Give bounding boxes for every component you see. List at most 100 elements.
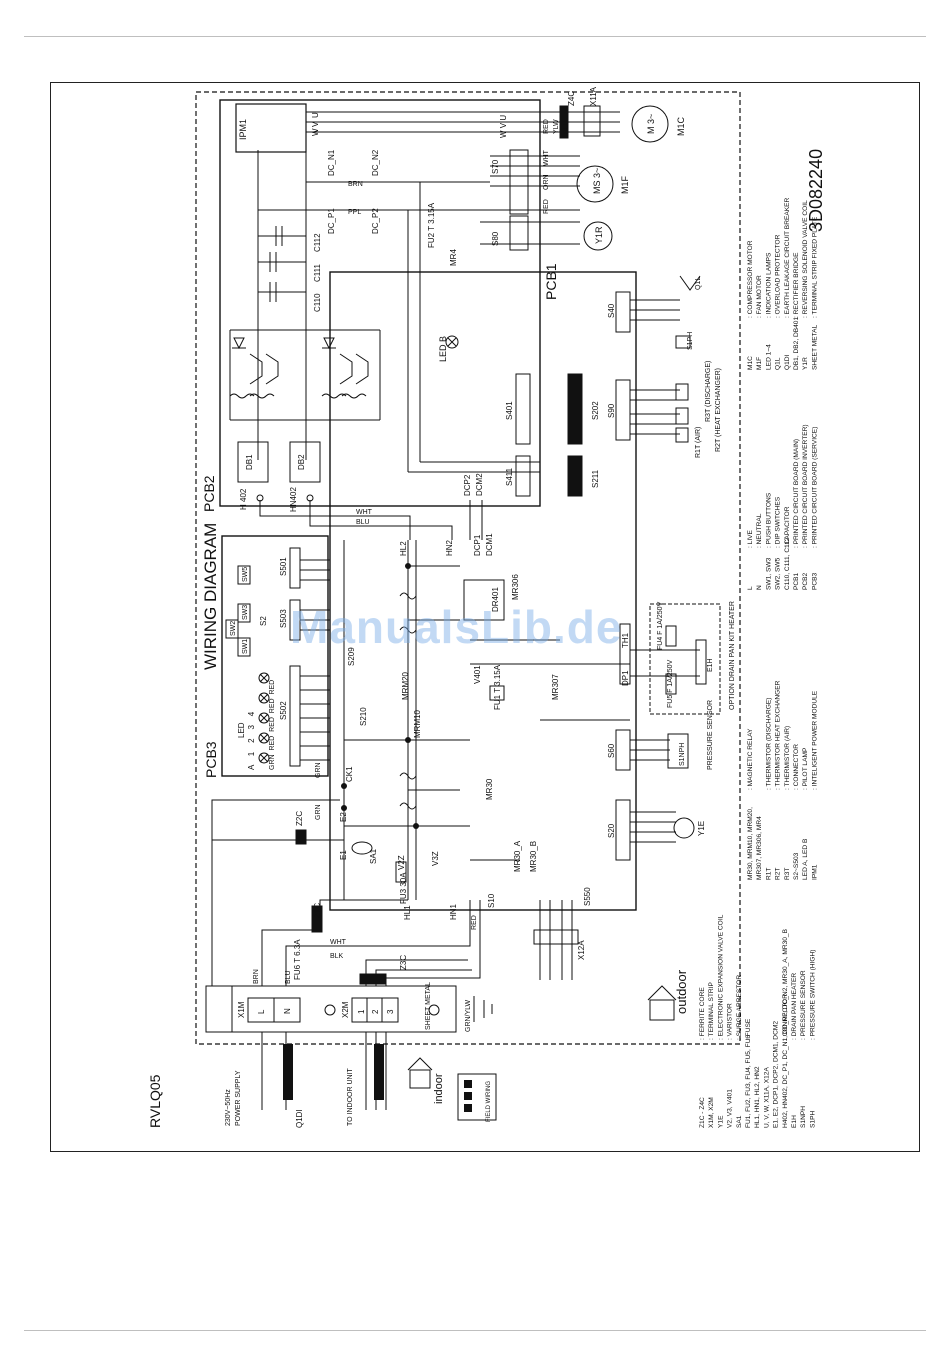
- s70: S70: [491, 159, 500, 174]
- z1c: Z1C: [313, 903, 322, 918]
- db2-label: DB2: [297, 454, 306, 470]
- mr30: MR30: [485, 778, 494, 800]
- hn1: HN1: [449, 903, 458, 920]
- led-title: LED: [237, 722, 246, 738]
- outdoor-unit-boundary: [195, 91, 741, 1045]
- led-numbers: A 1 2 3 4: [247, 711, 256, 770]
- legend-col8-line-2: : INDICATION LAMPS: [765, 252, 772, 318]
- sw3-label: SW3: [242, 605, 249, 620]
- legend-col4-line-7: : INTELIGENT POWER MODULE: [811, 690, 818, 790]
- power-supply-line2: POWER SUPPLY: [235, 1070, 242, 1126]
- legend-col3-line-5: S2~S503: [793, 852, 800, 880]
- r1t-label: R1T (AIR): [695, 427, 702, 458]
- legend-col8-line-7: : TERMINAL STRIP FIXED PLATE: [811, 216, 818, 318]
- pfc-circuit: [229, 329, 381, 421]
- s90: S90: [607, 403, 616, 418]
- dc-n2: DC_N2: [371, 149, 380, 176]
- legend-col8-line-4: : EARTH LEAKAGE CIRCUIT BREAKER: [784, 197, 791, 318]
- ipm1-module: [235, 103, 307, 153]
- wire-blu-comp: BLU: [563, 120, 570, 134]
- dc-n1: DC_N1: [327, 149, 336, 176]
- wire-blu-interboard: BLU: [356, 519, 370, 526]
- x2m-label: X2M: [341, 1001, 350, 1018]
- mr4: MR4: [449, 249, 458, 266]
- legend-col7-line-4: Q1DI: [784, 354, 791, 370]
- four-way-valve-connection: [480, 215, 613, 251]
- legend-col8-line-6: : REVERSING SOLENOID VALVE COIL: [802, 200, 809, 318]
- to-indoor-unit: TO INDOOR UNIT: [347, 1067, 354, 1126]
- legend-col5-line-7: PCB3: [811, 572, 818, 590]
- legend-col5-line-4: C110, C111, C112: [784, 537, 791, 590]
- conn-wvu: W V U: [499, 115, 508, 138]
- dcp2: DCP2: [463, 474, 472, 496]
- legend-col7-line-5: DB1, DB2, DB401: [793, 317, 800, 370]
- legend-col5-line-1: N: [756, 585, 763, 590]
- db2-bridge: [289, 441, 321, 483]
- wire-wht-interboard: WHT: [356, 509, 373, 516]
- ck1: CK1: [345, 766, 354, 782]
- fu3: FU3 30A: [399, 872, 408, 904]
- fan-motor-connection: [490, 149, 614, 215]
- drawing-number: 3D082240: [806, 149, 826, 232]
- dr401: DR401: [491, 587, 500, 612]
- dcp1: DCP1: [473, 534, 482, 556]
- s401: S401: [505, 401, 514, 420]
- e2: E2: [339, 812, 348, 822]
- s501-label: S501: [279, 557, 288, 576]
- e1h: E1H: [707, 658, 714, 672]
- z4c: Z4C: [567, 91, 576, 106]
- fu6: FU6 T 6.3A: [293, 939, 302, 980]
- legend-col1-line-9: H402, HN402, DC_P1, DC_N1, DC_P2, DC_N2,…: [782, 928, 789, 1128]
- legend-col6-line-1: : NEUTRAL: [756, 513, 763, 548]
- pcb2-label: PCB2: [201, 475, 217, 512]
- e1: E1: [339, 850, 348, 860]
- terminal-strip-area: [205, 985, 493, 1033]
- wire-grn-e1: GRN: [315, 804, 322, 820]
- legend-col6-line-2: : PUSH BUTTONS: [765, 492, 772, 548]
- db1-bridge: [237, 441, 269, 483]
- ipm1-label: IPM1: [238, 119, 248, 140]
- legend-col7-line-7: SHEET METAL: [811, 324, 818, 370]
- s210: S210: [359, 707, 368, 726]
- sw5-switch: [237, 565, 251, 585]
- indoor-label: indoor: [433, 1073, 445, 1104]
- pressure-sensor-label: PRESSURE SENSOR: [707, 700, 714, 770]
- diagram-title: WIRING DIAGRAM: [201, 523, 220, 670]
- legend-col6-line-3: : DIP SWITCHES: [775, 496, 782, 548]
- legend-col1-line-8: E1, E2, DCP1, DCP2, DCM1, DCM2: [773, 1021, 780, 1128]
- legend-col1-line-1: X1M, X2M: [708, 1097, 715, 1128]
- hl2: HL2: [399, 541, 408, 556]
- legend-col6-line-5: : PRINTED CIRCUIT BOARD (MAIN): [793, 439, 800, 548]
- led-b: LED B: [438, 336, 448, 362]
- wire-brn-supply: BRN: [253, 969, 260, 984]
- pcb3-label: PCB3: [203, 741, 219, 778]
- sw2-switch: [225, 619, 239, 639]
- sw1-label: SW1: [242, 639, 249, 654]
- fu1: FU1 T 3.15A: [493, 664, 502, 710]
- pcb2: PCB2 IPM1 W V U DC_N1 DC_N2 DC_P1 DC_P2 …: [201, 99, 541, 512]
- th1: TH1: [621, 632, 630, 648]
- fu4: FU4 F 1A/250V: [657, 601, 664, 650]
- fu5: FU5 F 1A/250V: [667, 659, 674, 708]
- sw5-label: SW5: [242, 567, 249, 582]
- legend-col6-line-4: : CAPACITOR: [784, 506, 791, 548]
- z3c: Z3C: [399, 955, 408, 970]
- x1m-n: N: [283, 1008, 292, 1014]
- s80: S80: [491, 231, 500, 246]
- option-heater: OPTION DRAIN PAN KIT HEATER: [729, 601, 736, 710]
- v3z: V3Z: [431, 851, 440, 866]
- wire-ylw-comp: YLW: [553, 119, 560, 134]
- sw3-button: [237, 603, 251, 623]
- legend-col4-line-2: : THERMISTOR (DISCHARGE): [765, 698, 772, 790]
- led-colors: GRN RED RED RED RED: [269, 680, 276, 770]
- dcm2: DCM2: [475, 473, 484, 496]
- legend-col3-line-2: R1T: [765, 868, 772, 880]
- legend-col3-line-4: R3T: [784, 868, 791, 880]
- compressor-connection: [520, 105, 669, 143]
- legend-col1-line-3: V2, V3, V401: [727, 1089, 734, 1128]
- header-rule: [24, 36, 926, 37]
- c110: C110: [313, 293, 322, 312]
- wire-brn-dc: BRN: [348, 181, 363, 188]
- c112: C112: [313, 233, 322, 252]
